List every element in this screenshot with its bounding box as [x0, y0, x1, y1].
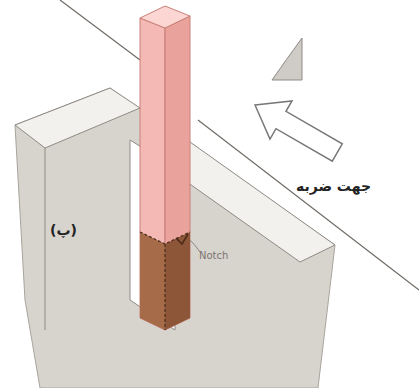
notch-label: Notch [199, 250, 228, 262]
edge-line [45, 148, 46, 330]
specimen-top [140, 6, 190, 28]
clamped-part [140, 232, 165, 330]
leader-line [190, 240, 200, 252]
impact-arrow [244, 86, 348, 172]
direction-label: جهت ضربه [296, 178, 371, 195]
figure-label: (پ) [50, 222, 77, 239]
jaw-top [15, 88, 140, 148]
notch-mark [176, 234, 188, 244]
specimen-side [165, 16, 190, 330]
impact-arrow [244, 86, 348, 172]
clamped-part [165, 232, 190, 330]
jaw-top [170, 142, 335, 262]
hammer-edge [272, 38, 302, 80]
dashed-outline [140, 232, 190, 330]
specimen-front [140, 18, 165, 330]
edge-line [60, 0, 140, 60]
